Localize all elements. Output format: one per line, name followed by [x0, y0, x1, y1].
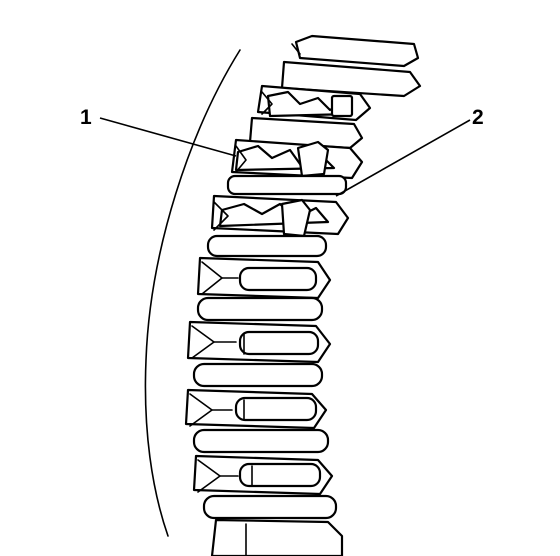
outer-race-arc	[144, 49, 241, 537]
cage-bar-5	[192, 428, 330, 454]
callout-1-label: 1	[80, 106, 92, 129]
cage-bar-6	[202, 494, 338, 520]
cage-bar-2	[206, 234, 328, 258]
cage-bar-1	[226, 174, 348, 196]
callout-1-leader	[99, 117, 237, 157]
roller-row-2	[248, 116, 364, 150]
callout-2-leader	[335, 119, 471, 197]
callout-2-label: 2	[472, 106, 484, 129]
cage-bar-4	[192, 362, 324, 388]
roller-row-11	[184, 388, 328, 430]
roller-row-9	[186, 320, 332, 364]
cage-bar-3	[196, 296, 324, 322]
roller-row-1	[256, 84, 372, 122]
bottom-fragment	[210, 518, 344, 556]
roller-row-5	[210, 194, 350, 238]
roller-row-13	[192, 454, 334, 496]
roller-row-3	[230, 138, 364, 180]
roller-row-7	[196, 256, 332, 300]
top-fragments	[280, 34, 422, 98]
